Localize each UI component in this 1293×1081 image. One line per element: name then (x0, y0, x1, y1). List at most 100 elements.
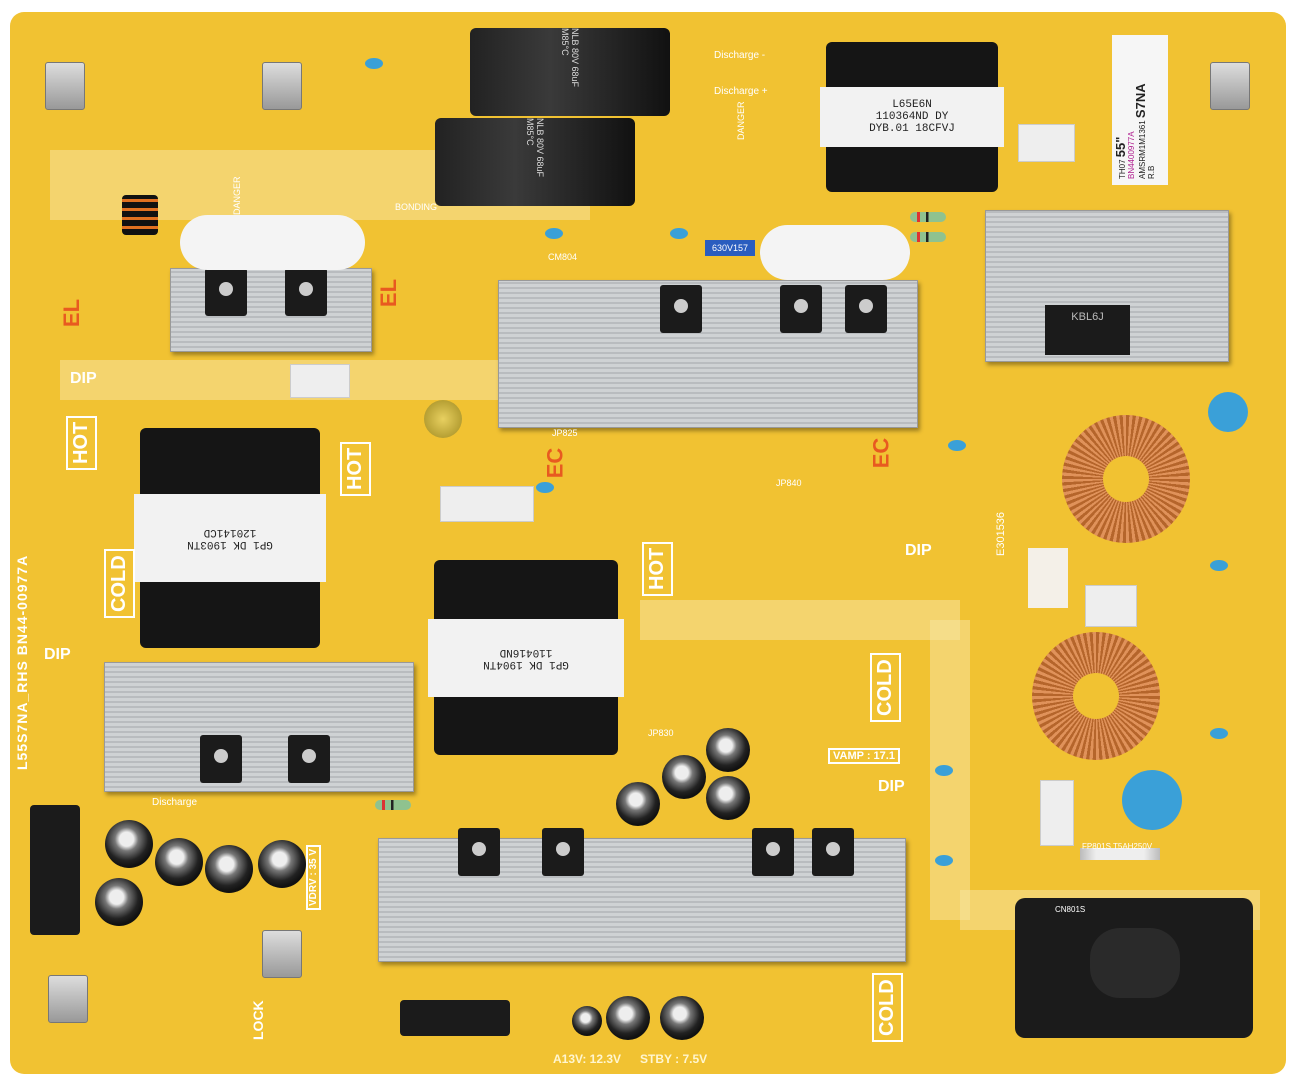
trace (640, 600, 960, 640)
discharge-minus-label: Discharge - (714, 50, 766, 61)
fuse-label: FP801S T5AH250V (1082, 842, 1153, 851)
film-capacitor (290, 364, 350, 398)
cold-marking: COLD (872, 973, 903, 1042)
label-model: S7NA (1133, 83, 1148, 119)
component-label: CM804 (548, 252, 578, 262)
ceramic-capacitor (1210, 728, 1228, 739)
transformer-label: GP1 DK 1903TN (187, 538, 273, 550)
film-capacitor (1018, 124, 1075, 162)
dip-marking: DIP (44, 646, 71, 663)
capacitor-label: 630V157 (711, 243, 749, 253)
capacitor (606, 996, 650, 1040)
lug-clip (45, 62, 85, 110)
resistor (375, 800, 411, 810)
discharge-plus-label: Discharge + (714, 86, 768, 97)
danger-label: DANGER (736, 101, 746, 140)
discharge-label: Discharge (152, 797, 198, 808)
mosfet (458, 828, 500, 876)
dip-marking: DIP (905, 542, 932, 559)
capacitor-label: NLB 80V 68uF M85°C (560, 28, 580, 88)
capacitor (706, 728, 750, 772)
mosfet (780, 285, 822, 333)
heatsink (104, 662, 414, 792)
mosfet (200, 735, 242, 783)
el-marking: EL (59, 298, 85, 328)
capacitor (258, 840, 306, 888)
capacitor (572, 1006, 602, 1036)
mosfet (812, 828, 854, 876)
jumper-label: JP840 (776, 478, 802, 488)
mosfet (205, 268, 247, 316)
lug-clip (262, 62, 302, 110)
capacitor (205, 845, 253, 893)
output-connector (30, 805, 80, 935)
bridge-rectifier: KBL6J (1045, 305, 1130, 355)
lug-clip (48, 975, 88, 1023)
danger-label: DANGER (232, 176, 242, 215)
connector (400, 1000, 510, 1036)
mosfet (752, 828, 794, 876)
bridge-rectifier-label: KBL6J (1071, 311, 1104, 323)
adhesive (760, 225, 910, 280)
ceramic-capacitor (948, 440, 966, 451)
electrolytic-capacitor: NLB 80V 68uF M85°C (470, 28, 670, 116)
ceramic-capacitor (536, 482, 554, 493)
mosfet (660, 285, 702, 333)
hot-marking: HOT (642, 541, 673, 596)
cold-marking: COLD (104, 549, 135, 618)
resistor (910, 212, 946, 222)
stby-readout: STBY : 7.5V (640, 1052, 708, 1066)
capacitor-label: NLB 80V 68uF M85°C (525, 118, 545, 178)
adhesive (180, 215, 365, 270)
ul-cert-number: E301536 (995, 511, 1007, 556)
hot-marking: HOT (340, 441, 371, 496)
resistor (910, 232, 946, 242)
transformer-label: DYB.01 18CFVJ (869, 123, 955, 135)
heatsink (498, 280, 918, 428)
thermistor-label (1028, 548, 1068, 608)
left-transformer: GP1 DK 1903TN 120141CD (134, 428, 326, 648)
mosfet (845, 285, 887, 333)
mosfet (288, 735, 330, 783)
capacitor (155, 838, 203, 886)
lock-label: LOCK (250, 1000, 266, 1040)
toroid-inductor (1062, 415, 1190, 543)
ceramic-capacitor (935, 855, 953, 866)
transformer-label: 120141CD (203, 526, 257, 538)
dip-marking: DIP (878, 778, 905, 795)
fuse (1080, 848, 1160, 860)
bonding-label: BONDING (395, 202, 438, 212)
label-rev: R.B (1147, 165, 1156, 179)
film-capacitor (1085, 585, 1137, 627)
a13v-readout: A13V: 12.3V (553, 1052, 622, 1066)
label-line: TH07 (1118, 159, 1127, 179)
ceramic-capacitor (1210, 560, 1228, 571)
ceramic-capacitor (365, 58, 383, 69)
dip-marking: DIP (70, 370, 97, 387)
el-marking: EL (376, 278, 402, 308)
film-capacitor (1040, 780, 1074, 846)
label-code: AMSRM1M1361 (1138, 120, 1147, 179)
lug-clip (262, 930, 302, 978)
ceramic-capacitor (545, 228, 563, 239)
main-transformer: L65E6N 110364ND DY DYB.01 18CFVJ (820, 42, 1004, 192)
center-transformer: GP1 DK 1904TN 110416ND (428, 560, 624, 755)
vamp-readout: VAMP : 17.1 (828, 748, 900, 764)
label-size: 55" (1113, 136, 1128, 158)
capacitor (616, 782, 660, 826)
lug-clip (1210, 62, 1250, 110)
capacitor (95, 878, 143, 926)
mosfet (285, 268, 327, 316)
varistor (1122, 770, 1182, 830)
transformer-label: 110416ND (499, 645, 553, 658)
ceramic-capacitor (670, 228, 688, 239)
hot-marking: HOT (66, 415, 97, 470)
ceramic-capacitor (935, 765, 953, 776)
ec-marking: EC (868, 437, 894, 469)
transformer-label: L65E6N (892, 99, 932, 111)
film-capacitor (440, 486, 534, 522)
capacitor (105, 820, 153, 868)
transformer-label: 110364ND DY (875, 111, 949, 123)
ac-inlet (1015, 898, 1253, 1038)
